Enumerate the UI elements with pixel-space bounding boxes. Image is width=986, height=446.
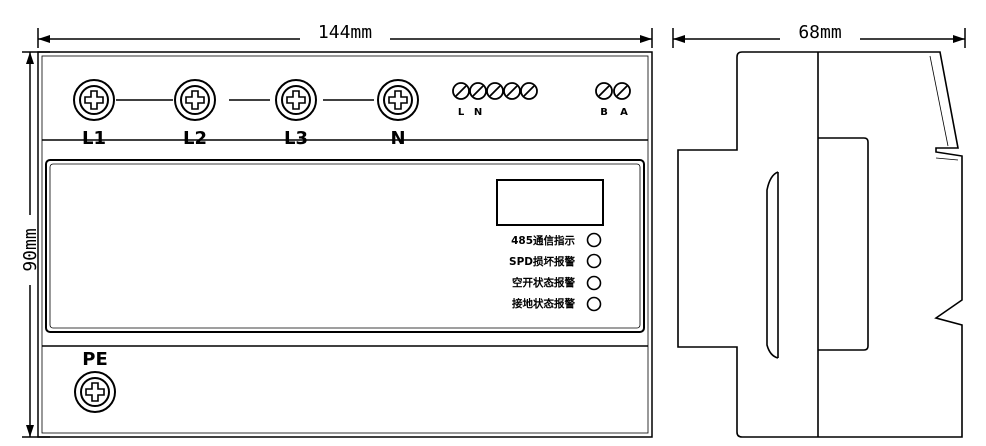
side-width-label: 68mm <box>798 22 841 43</box>
rs485-label-b: B <box>600 107 608 118</box>
indicator-led-ground <box>586 296 602 312</box>
terminal-label-l1: L1 <box>82 128 106 149</box>
side-view <box>677 51 963 438</box>
terminal-label-n: N <box>390 128 405 149</box>
terminal-label-l2: L2 <box>183 128 207 149</box>
signal-label-n: N <box>474 107 482 118</box>
signal-terminal-block <box>452 82 538 100</box>
height-label: 90mm <box>20 228 41 271</box>
indicator-label-ground: 接地状态报警 <box>512 297 575 310</box>
indicator-label-485: 485通信指示 <box>511 234 575 247</box>
terminal-screw-l3 <box>275 79 317 121</box>
terminal-label-l3: L3 <box>284 128 308 149</box>
indicator-led-485 <box>586 232 602 248</box>
indicator-led-spd <box>586 253 602 269</box>
rs485-label-a: A <box>620 107 628 118</box>
width-dimension-front: 144mm <box>37 22 653 48</box>
indicator-label-breaker: 空开状态报警 <box>512 276 575 289</box>
indicator-led-breaker <box>586 275 602 291</box>
terminal-screw-pe <box>74 371 116 413</box>
indicator-label-spd: SPD损坏报警 <box>509 255 575 268</box>
terminal-screw-n <box>377 79 419 121</box>
rs485-terminal-block <box>595 82 631 100</box>
display-window <box>496 179 604 226</box>
front-view <box>37 51 653 438</box>
width-dimension-side: 68mm <box>672 22 966 48</box>
front-width-label: 144mm <box>318 22 372 43</box>
terminal-label-pe: PE <box>82 349 108 370</box>
signal-label-l: L <box>458 107 465 118</box>
terminal-screw-l1 <box>73 79 115 121</box>
terminal-screw-l2 <box>174 79 216 121</box>
